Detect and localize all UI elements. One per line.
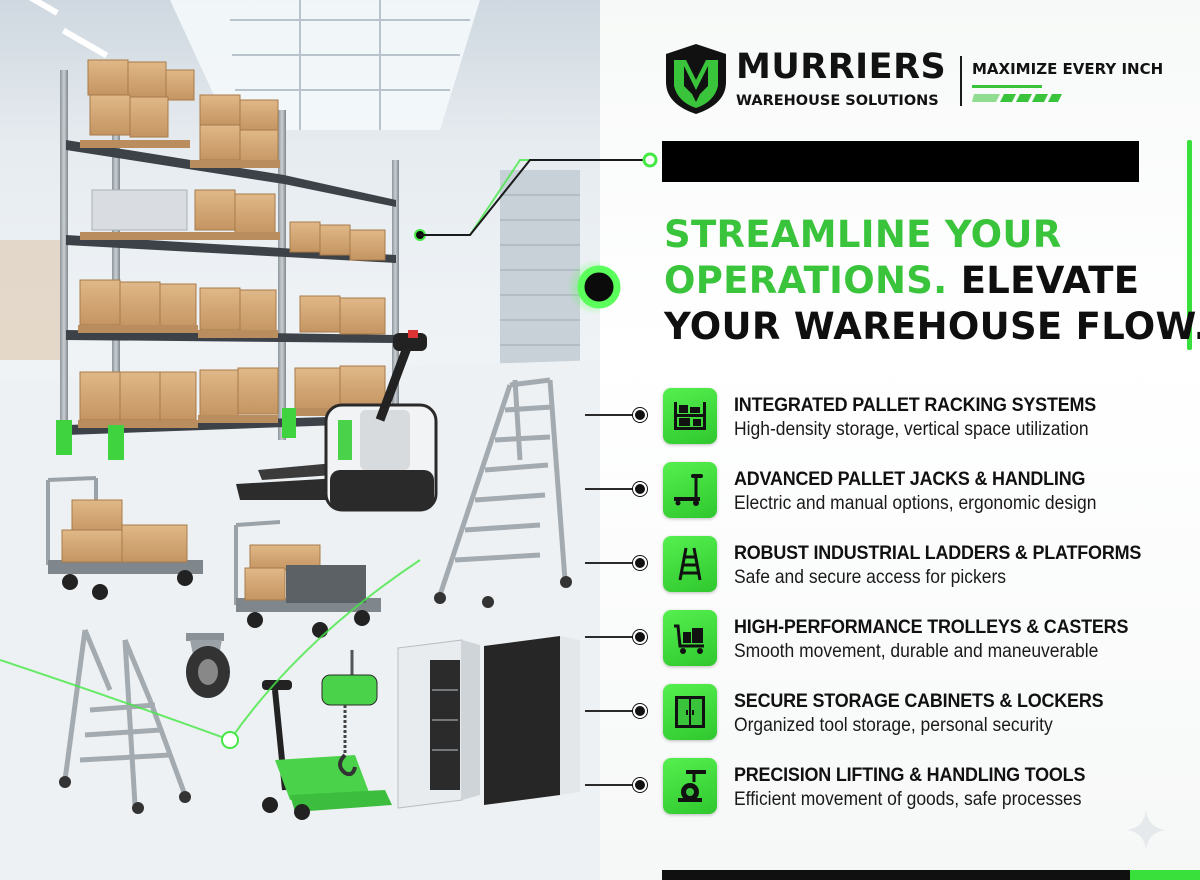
footer-bar — [662, 870, 1200, 880]
feature-title: ADVANCED PALLET JACKS & HANDLING — [734, 468, 1086, 490]
warehouse-scene-graphic — [0, 0, 600, 880]
connector-dot — [633, 556, 647, 570]
feature-description: High-density storage, vertical space uti… — [734, 419, 1089, 440]
feature-description: Safe and secure access for pickers — [734, 567, 1007, 588]
connector-line — [585, 414, 635, 416]
pallet-rack-icon — [663, 388, 717, 444]
feature-item-ladders: ROBUST INDUSTRIAL LADDERS & PLATFORMS Sa… — [585, 536, 1195, 592]
feature-item-trolleys: HIGH-PERFORMANCE TROLLEYS & CASTERS Smoo… — [585, 610, 1195, 666]
feature-title: HIGH-PERFORMANCE TROLLEYS & CASTERS — [734, 616, 1129, 638]
connector-dot — [633, 482, 647, 496]
connector-line — [585, 636, 635, 638]
feature-title: INTEGRATED PALLET RACKING SYSTEMS — [734, 394, 1097, 416]
headline-line-2-dark: ELEVATE — [960, 259, 1140, 302]
page-headline: STREAMLINE YOUR OPERATIONS. ELEVATE YOUR… — [664, 212, 1200, 350]
feature-title: SECURE STORAGE CABINETS & LOCKERS — [734, 690, 1104, 712]
feature-title: PRECISION LIFTING & HANDLING TOOLS — [734, 764, 1086, 786]
feature-description: Smooth movement, durable and maneuverabl… — [734, 641, 1099, 662]
feature-item-racking: INTEGRATED PALLET RACKING SYSTEMS High-d… — [585, 388, 1195, 444]
logo-divider — [960, 56, 962, 106]
connector-dot — [633, 704, 647, 718]
feature-item-pallet-jacks: ADVANCED PALLET JACKS & HANDLING Electri… — [585, 462, 1195, 518]
feature-title: ROBUST INDUSTRIAL LADDERS & PLATFORMS — [734, 542, 1142, 564]
cabinet-icon — [663, 684, 717, 740]
connector-line — [585, 710, 635, 712]
brand-tagline: MAXIMIZE EVERY INCH — [972, 60, 1164, 78]
feature-description: Electric and manual options, ergonomic d… — [734, 493, 1097, 514]
connector-line — [585, 784, 635, 786]
connector-dot — [633, 408, 647, 422]
lifting-tool-icon — [663, 758, 717, 814]
brand-logo: MURRIERS WAREHOUSE SOLUTIONS — [664, 42, 954, 118]
connector-line — [585, 562, 635, 564]
headline-line-1: STREAMLINE YOUR — [664, 213, 1062, 256]
accent-green-line — [1187, 140, 1192, 350]
pallet-jack-icon — [663, 462, 717, 518]
header-black-bar — [662, 141, 1139, 182]
connector-line-graphic — [420, 152, 658, 309]
trolley-icon — [663, 610, 717, 666]
feature-item-cabinets: SECURE STORAGE CABINETS & LOCKERS Organi… — [585, 684, 1195, 740]
headline-line-2-green: OPERATIONS. — [664, 259, 948, 302]
connector-dot — [633, 778, 647, 792]
sparkle-icon — [1126, 810, 1166, 850]
connector-line — [585, 488, 635, 490]
warehouse-illustration — [0, 0, 600, 880]
ladder-icon — [663, 536, 717, 592]
brand-name: MURRIERS — [736, 47, 947, 87]
footer-bar-accent — [1130, 870, 1200, 880]
feature-item-lifting-tools: PRECISION LIFTING & HANDLING TOOLS Effic… — [585, 758, 1195, 814]
feature-description: Organized tool storage, personal securit… — [734, 715, 1053, 736]
tagline-stripes-graphic — [972, 85, 1062, 102]
brand-subtitle: WAREHOUSE SOLUTIONS — [736, 93, 939, 109]
shield-logo-icon — [666, 44, 726, 114]
connector-dot — [633, 630, 647, 644]
feature-description: Efficient movement of goods, safe proces… — [734, 789, 1082, 810]
headline-line-3: YOUR WAREHOUSE FLOW. — [664, 305, 1200, 348]
